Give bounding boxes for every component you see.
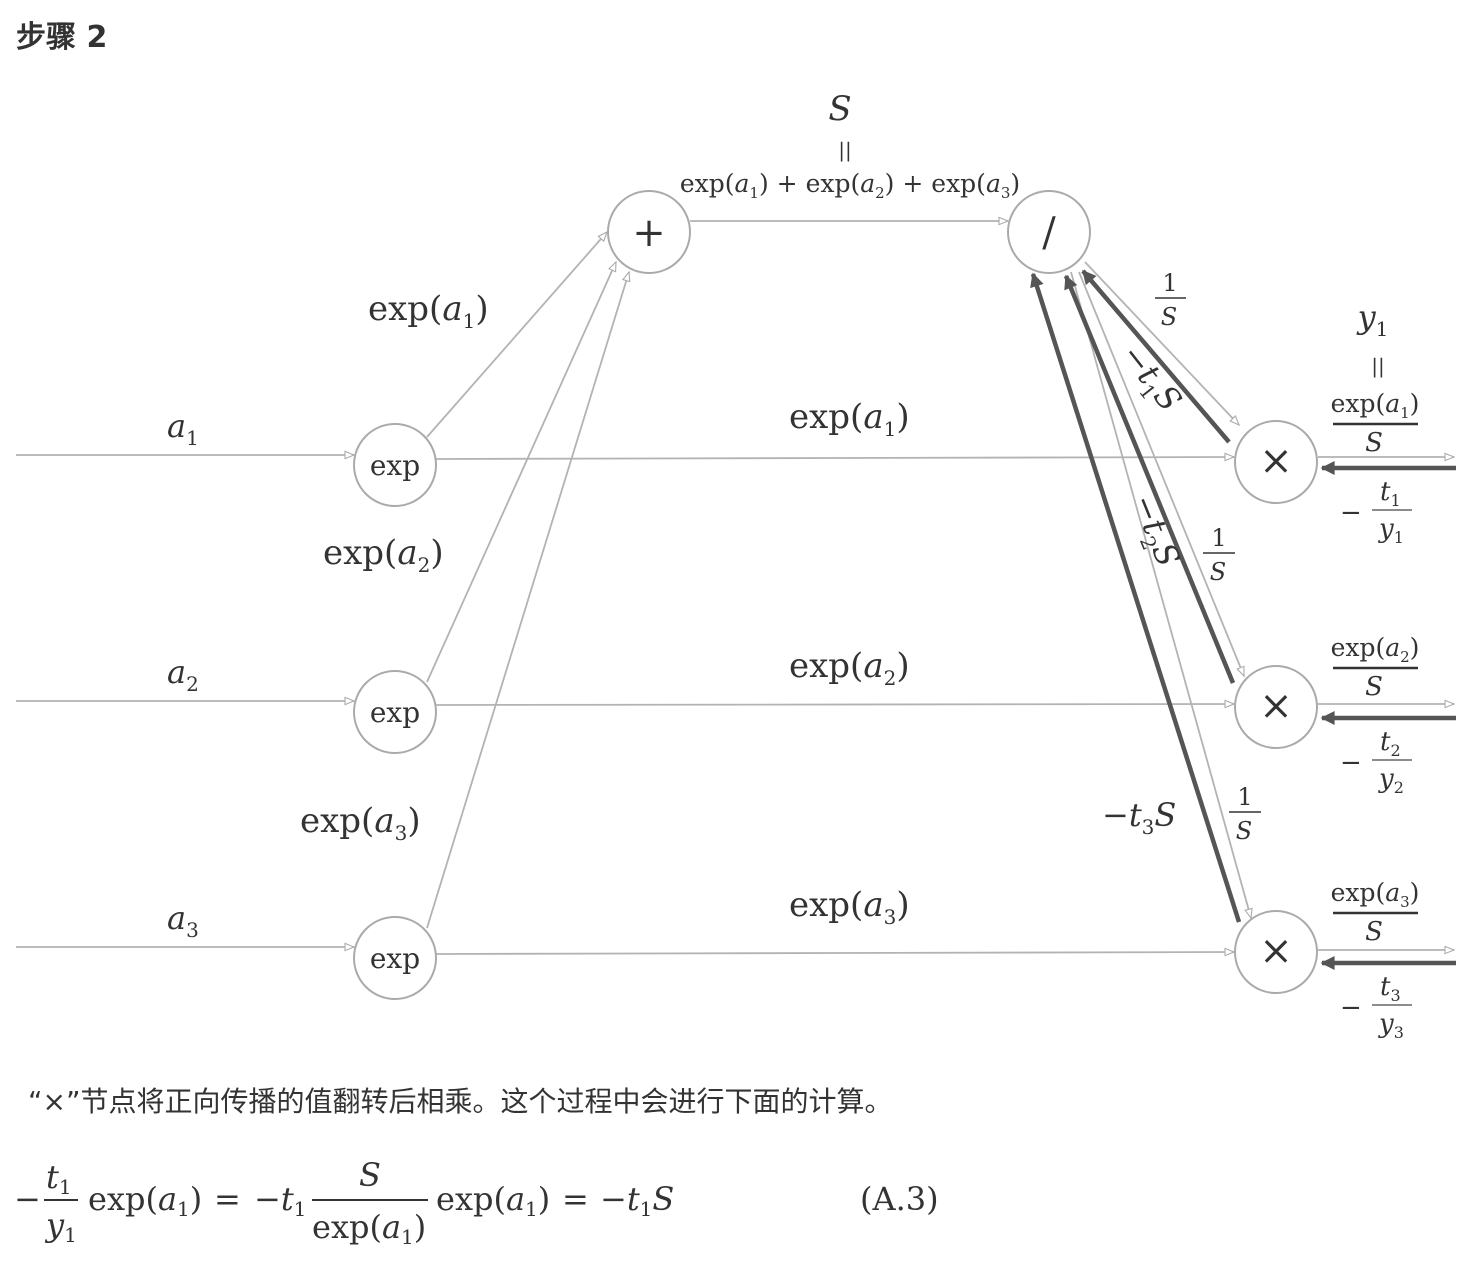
- divide-node-label: /: [1042, 210, 1056, 256]
- div-to-mul1-edge: [1084, 261, 1240, 427]
- div-to-mul3-edge: [1070, 271, 1253, 920]
- svg-text:−: −: [1340, 993, 1362, 1023]
- svg-text:||: ||: [1371, 354, 1384, 379]
- exp3-to-mul3-edge: [435, 947, 1236, 957]
- inv-s-label-2: 1 S: [1203, 524, 1235, 586]
- plus-node: [607, 190, 691, 274]
- svg-text:exp(a2): exp(a2): [1331, 633, 1420, 666]
- input-label-a2: a2: [167, 653, 199, 696]
- svg-text:−: −: [1340, 498, 1362, 528]
- input-label-a1: a1: [167, 407, 199, 450]
- svg-text:t1: t1: [46, 1158, 72, 1199]
- multiply-node-3: [1234, 910, 1318, 994]
- exp-a2-horiz-label: exp(a2): [789, 646, 910, 690]
- multiply-node-1: [1234, 420, 1318, 504]
- y1-annotation: y1 ||: [1356, 298, 1389, 379]
- sum-equals: ||: [838, 138, 851, 163]
- multiply-node-2: [1234, 665, 1318, 749]
- inv-s-label-1: 1 S: [1155, 269, 1186, 331]
- exp-a2-diag-label: exp(a2): [323, 533, 444, 577]
- back-edge-1: [1081, 269, 1231, 444]
- output-3-fraction: exp(a3) S: [1331, 878, 1420, 947]
- sum-annotation: S || exp(a1) + exp(a2) + exp(a3): [680, 89, 1020, 202]
- multiply-node-3-label: ×: [1259, 928, 1293, 974]
- svg-text:S: S: [1210, 558, 1226, 586]
- exp-a1-horiz-label: exp(a1): [789, 397, 910, 441]
- computational-graph: exp exp exp + / × × × a1 a2 a3 exp(a1) e…: [16, 89, 1456, 1042]
- svg-text:exp(a1): exp(a1): [1331, 389, 1420, 422]
- explanation-caption: “×”节点将正向传播的值翻转后相乘。这个过程中会进行下面的计算。: [28, 1085, 893, 1118]
- svg-text:t1: t1: [1380, 477, 1401, 510]
- inv-s-label-3: 1 S: [1229, 783, 1261, 845]
- grad-2-fraction: − t2 y2: [1340, 727, 1412, 797]
- exp-a3-diag-label: exp(a3): [300, 801, 421, 845]
- back-edge-3: [1030, 272, 1242, 923]
- exp-node-3-label: exp: [370, 942, 420, 975]
- exp-node-3: [353, 916, 437, 1000]
- svg-text:y1: y1: [1356, 298, 1389, 341]
- eq-exp-term-1: exp(a1): [88, 1180, 202, 1221]
- exp-node-2-label: exp: [370, 696, 420, 729]
- eq-neg-t1: −t1: [254, 1180, 306, 1221]
- exp2-to-mul2-edge: [435, 699, 1236, 709]
- div-to-mul2-edge: [1078, 271, 1245, 678]
- grad-3-fraction: − t3 y3: [1340, 972, 1412, 1042]
- exp2-to-plus-edge: [426, 260, 617, 683]
- svg-text:S: S: [1365, 428, 1383, 458]
- eq-frac-s-exp: S exp(a1): [312, 1156, 428, 1249]
- equation-a3: − t1 y1 exp(a1) = −t1 S exp(a1) exp(a1) …: [14, 1156, 939, 1249]
- exp-a1-diag-label: exp(a1): [368, 289, 489, 333]
- eq-final: −t1S: [600, 1180, 674, 1221]
- exp-node-1: [353, 423, 437, 507]
- output-2-fraction: exp(a2) S: [1331, 633, 1420, 702]
- eq-equals-2: =: [562, 1180, 589, 1218]
- divide-node: [1007, 190, 1091, 274]
- eq-frac-t1-y1: t1 y1: [44, 1158, 78, 1247]
- svg-text:y3: y3: [1378, 1009, 1404, 1042]
- svg-text:y2: y2: [1378, 764, 1404, 797]
- svg-text:1: 1: [1211, 524, 1226, 552]
- multiply-node-1-label: ×: [1259, 438, 1293, 484]
- svg-text:S: S: [1365, 672, 1383, 702]
- eq-exp-term-2: exp(a1): [436, 1180, 550, 1221]
- svg-text:1: 1: [1237, 783, 1252, 811]
- svg-text:S: S: [1236, 817, 1252, 845]
- svg-text:1: 1: [1162, 269, 1177, 297]
- svg-text:S: S: [1365, 917, 1383, 947]
- exp3-to-plus-edge: [426, 270, 631, 929]
- svg-text:S: S: [1161, 303, 1177, 331]
- exp-a3-horiz-label: exp(a3): [789, 885, 910, 929]
- svg-text:y1: y1: [44, 1206, 77, 1247]
- eq-tag: (A.3): [860, 1180, 939, 1218]
- plus-node-label: +: [632, 210, 666, 256]
- svg-text:y1: y1: [1378, 514, 1404, 547]
- svg-text:t2: t2: [1380, 727, 1401, 760]
- sum-expression: exp(a1) + exp(a2) + exp(a3): [680, 169, 1020, 202]
- back-label-2: −t2S: [1120, 489, 1188, 574]
- step-title: 步骤 2: [16, 20, 108, 55]
- output-1-fraction: exp(a1) S: [1331, 389, 1420, 458]
- svg-text:S: S: [359, 1156, 381, 1194]
- back-label-3: −t3S: [1102, 796, 1176, 839]
- eq-lead-sign: −: [14, 1180, 41, 1218]
- svg-text:exp(a3): exp(a3): [1331, 878, 1420, 911]
- svg-text:t3: t3: [1380, 972, 1401, 1005]
- exp-node-1-label: exp: [370, 449, 420, 482]
- sum-symbol: S: [828, 89, 851, 129]
- svg-text:−: −: [1340, 748, 1362, 778]
- back-edge-2: [1063, 274, 1236, 684]
- svg-text:exp(a1): exp(a1): [312, 1208, 426, 1249]
- exp1-to-plus-edge: [426, 230, 608, 438]
- input-label-a3: a3: [167, 899, 199, 942]
- multiply-node-2-label: ×: [1259, 683, 1293, 729]
- grad-1-fraction: − t1 y1: [1340, 477, 1412, 547]
- eq-equals-1: =: [214, 1180, 241, 1218]
- exp-node-2: [353, 670, 437, 754]
- exp1-to-mul1-edge: [435, 452, 1236, 462]
